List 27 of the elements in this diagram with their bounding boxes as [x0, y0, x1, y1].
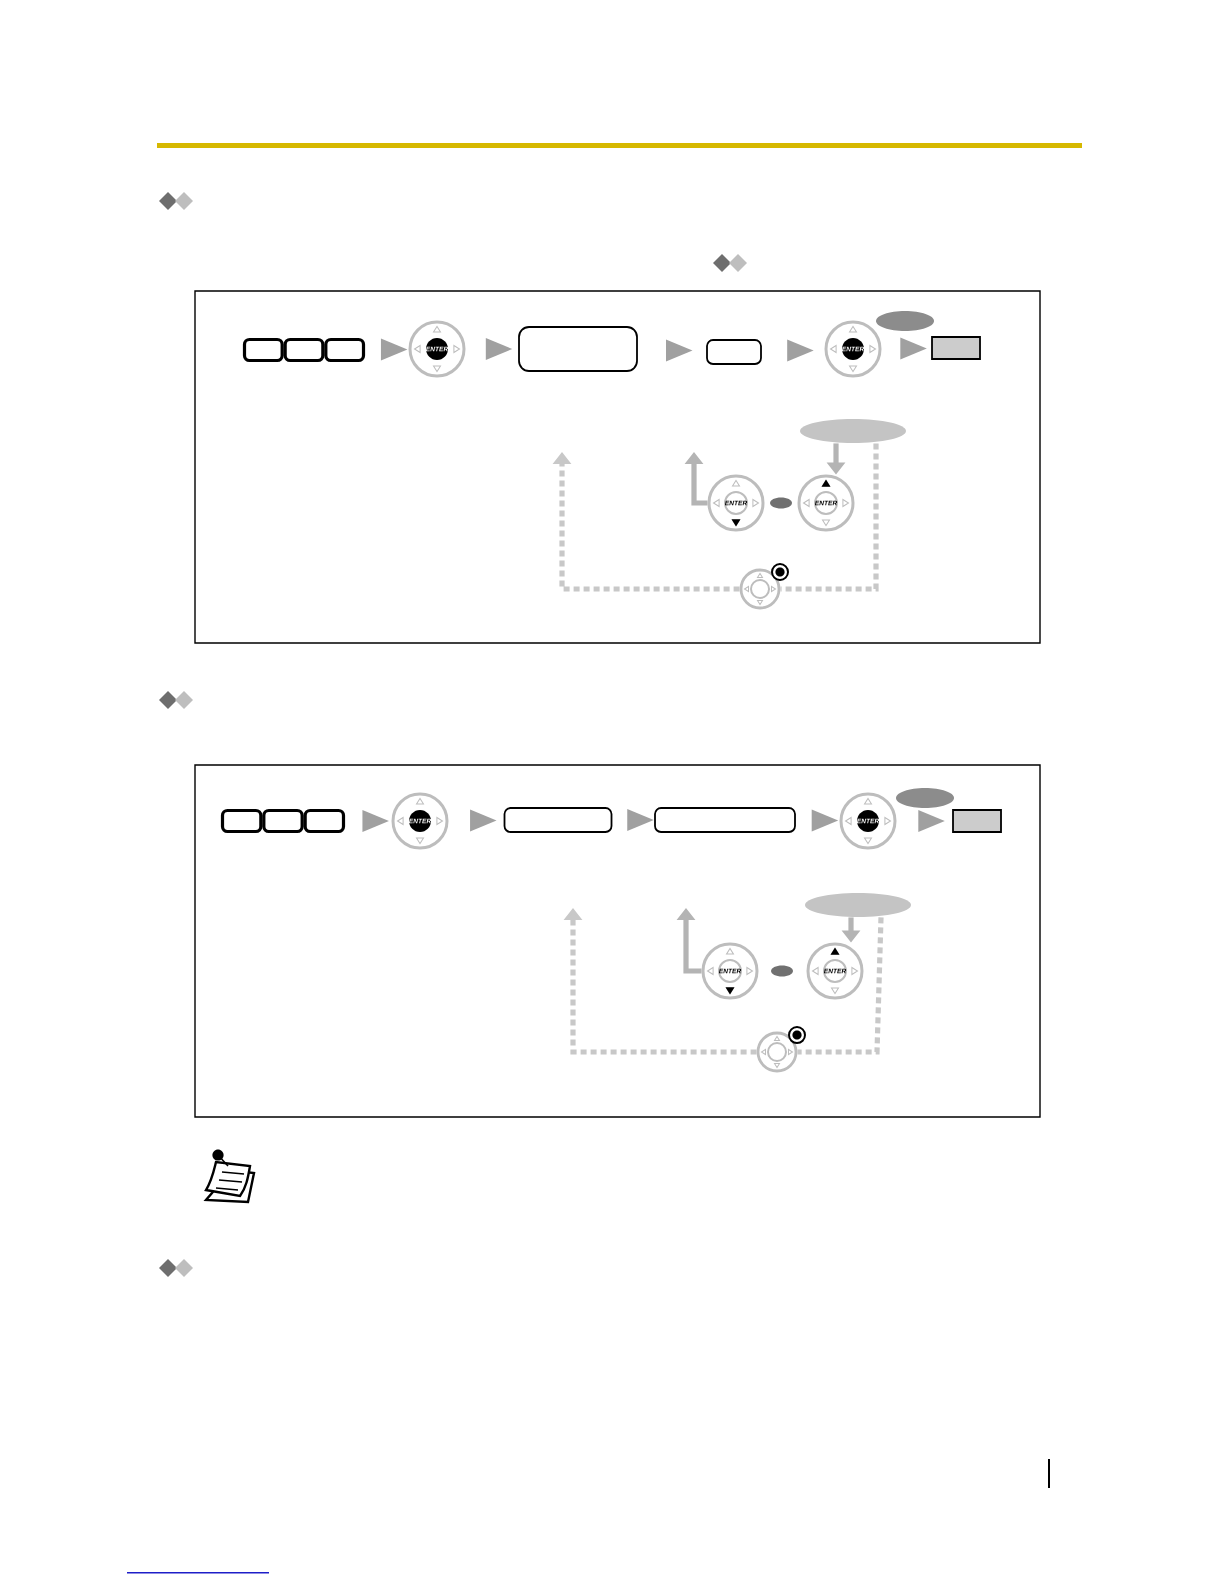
arrow	[470, 809, 497, 832]
arrow	[627, 809, 654, 831]
navigator-key-drawing	[739, 563, 789, 610]
result-box	[952, 809, 1002, 833]
navigator-key-drawing	[756, 1026, 806, 1073]
oval	[770, 497, 792, 509]
display-box	[503, 807, 613, 833]
arrow	[811, 809, 839, 832]
arrow	[380, 338, 408, 361]
arrow	[900, 337, 927, 360]
arrow	[485, 338, 513, 360]
display-box	[518, 326, 638, 372]
arrow	[787, 339, 814, 362]
oval	[896, 788, 954, 808]
display-box	[706, 339, 762, 365]
arrow	[666, 339, 693, 362]
loop-arrow	[552, 440, 879, 592]
arrow	[918, 810, 945, 832]
oval	[876, 311, 934, 331]
key-buttons-drawing	[220, 808, 346, 834]
display-box	[654, 807, 796, 833]
oval	[805, 893, 911, 917]
oval	[800, 419, 906, 443]
result-box	[931, 336, 981, 360]
arrow	[362, 810, 389, 832]
oval	[771, 965, 793, 977]
key-buttons-drawing	[242, 337, 366, 363]
